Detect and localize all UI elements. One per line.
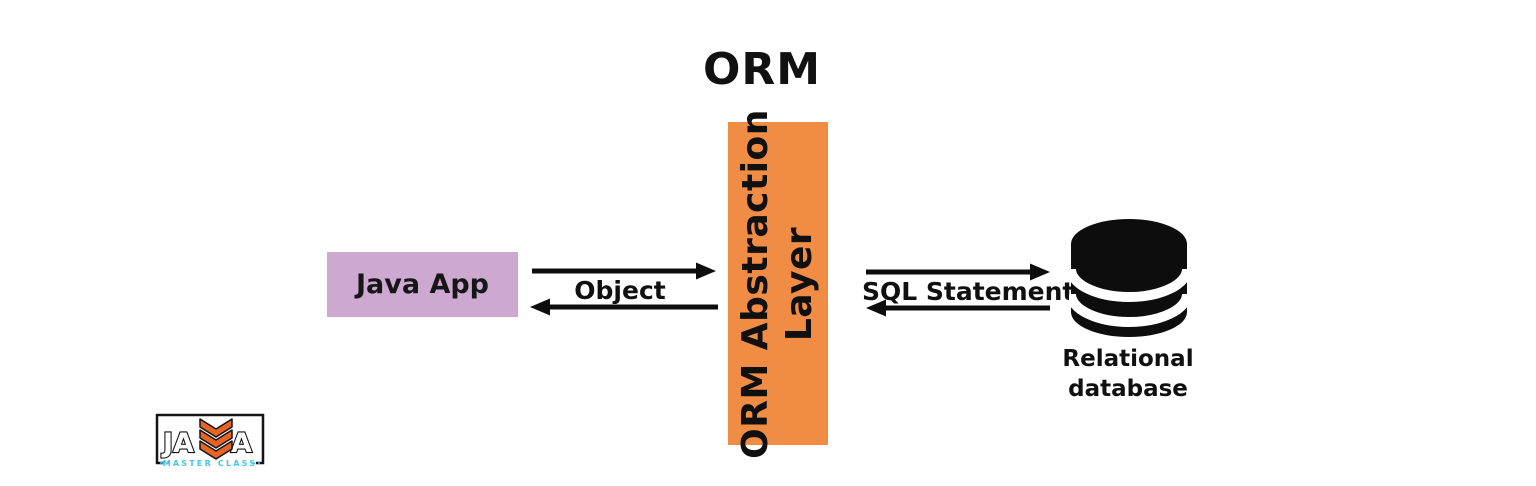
- database-icon: [1069, 219, 1189, 337]
- java-masterclass-logo: JA A MASTER CLASS: [155, 413, 265, 468]
- sql-statement-connection-label: SQL Statement: [862, 277, 1075, 306]
- arrow-right-icon: [866, 263, 1050, 281]
- java-app-label: Java App: [355, 269, 490, 300]
- orm-layer-label: ORM Abstraction Layer: [735, 108, 820, 459]
- database-label: Relational database: [1062, 346, 1194, 402]
- logo-word-suffix: A: [231, 428, 252, 459]
- logo-subtitle: MASTER CLASS: [163, 459, 258, 468]
- triple-chevron-down-icon: [199, 418, 233, 460]
- arrow-left-icon: [530, 298, 718, 316]
- logo-word-prefix: JA: [161, 428, 194, 459]
- logo-frame: [155, 413, 265, 465]
- arrow-right-icon: [532, 262, 716, 280]
- orm-abstraction-layer-node: ORM Abstraction Layer: [728, 109, 828, 458]
- java-app-node: Java App: [327, 252, 518, 317]
- diagram-title: ORM: [702, 44, 822, 95]
- object-connection-label: Object: [574, 276, 666, 305]
- arrow-left-icon: [866, 299, 1050, 317]
